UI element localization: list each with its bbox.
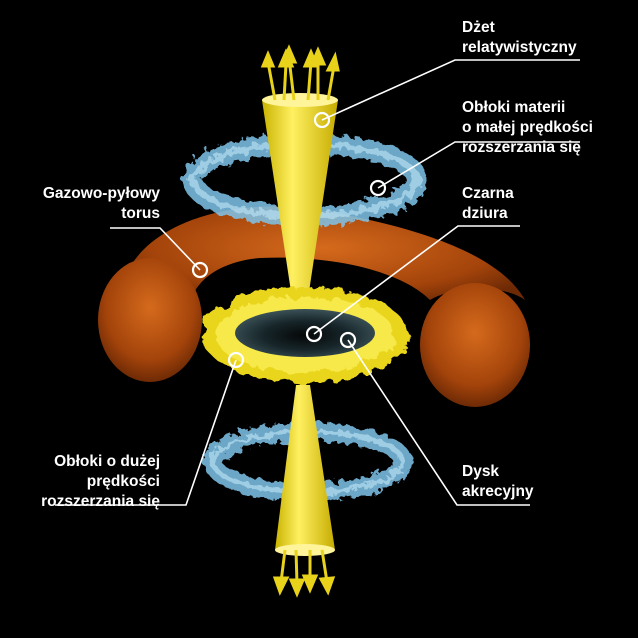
black-hole (235, 309, 375, 357)
torus (98, 206, 530, 407)
label-fast-clouds: Obłoki o dużej prędkości rozszerzania si… (41, 453, 160, 510)
leader-lines (55, 59, 580, 506)
label-accretion-disk: Dysk akrecyjny (462, 463, 534, 500)
accretion-disk (202, 287, 408, 383)
jet-upper (260, 44, 340, 305)
leader-markers (191, 111, 387, 369)
jet-lower (272, 385, 336, 598)
label-jet: Dżet relatywistyczny (462, 19, 577, 56)
label-slow-clouds: Obłoki materii o małej prędkości rozszer… (462, 99, 593, 156)
label-torus: Gazowo-pyłowy torus (42, 185, 160, 222)
label-black-hole: Czarna dziura (462, 185, 514, 222)
